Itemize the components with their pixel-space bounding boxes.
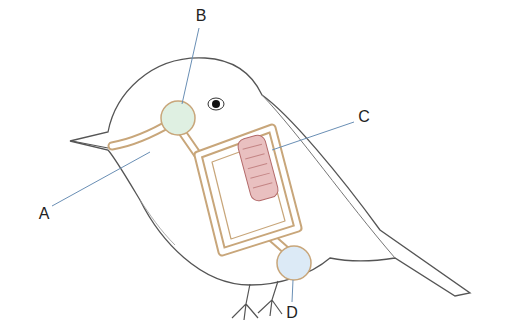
part-label: B: [196, 8, 207, 24]
part-label: D: [286, 305, 298, 321]
part-label: C: [358, 109, 370, 125]
part-label: A: [39, 206, 50, 222]
